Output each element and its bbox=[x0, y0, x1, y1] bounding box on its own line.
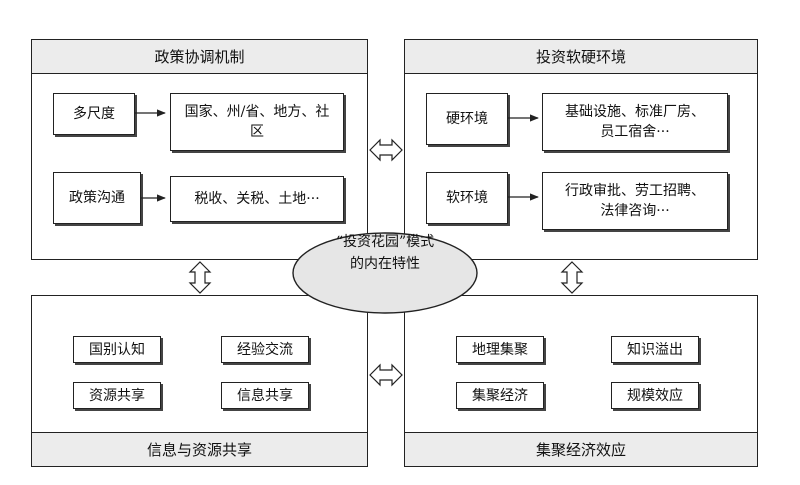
geographic-agglomeration-box: 地理集聚 bbox=[456, 336, 544, 363]
quadrant-title: 政策协调机制 bbox=[32, 40, 367, 74]
quadrant-title: 投资软硬环境 bbox=[405, 40, 757, 74]
soft-environment-detail-box: 行政审批、劳工招聘、 法律咨询··· bbox=[542, 172, 728, 230]
center-label-line2: 的内在特性 bbox=[350, 256, 420, 272]
country-awareness-box: 国别认知 bbox=[73, 336, 161, 363]
quadrant-investment-environment: 投资软硬环境 硬环境 基础设施、标准厂房、 员工宿舍··· 软环境 行政审批、劳… bbox=[404, 39, 758, 260]
levels-box: 国家、州/省、地方、社区 bbox=[170, 93, 344, 151]
hard-environment-box: 硬环境 bbox=[426, 93, 508, 145]
quadrant-information-sharing: 信息与资源共享 国别认知 经验交流 资源共享 信息共享 bbox=[31, 295, 368, 467]
detail-line: 基础设施、标准厂房、 bbox=[565, 104, 705, 120]
detail-line: 员工宿舍··· bbox=[600, 124, 670, 140]
quadrant-title: 集聚经济效应 bbox=[405, 432, 757, 466]
multi-scale-box: 多尺度 bbox=[53, 93, 135, 135]
detail-line: 行政审批、劳工招聘、 bbox=[565, 183, 705, 199]
policy-items-box: 税收、关税、土地··· bbox=[170, 176, 344, 222]
double-arrow-right bbox=[560, 261, 584, 294]
scale-effect-box: 规模效应 bbox=[611, 382, 699, 409]
detail-line: 法律咨询··· bbox=[600, 203, 670, 219]
center-ellipse bbox=[292, 232, 478, 314]
quadrant-title: 信息与资源共享 bbox=[32, 432, 367, 466]
center-label: “投资花园”模式 的内在特性 bbox=[290, 218, 480, 288]
hard-environment-detail-box: 基础设施、标准厂房、 员工宿舍··· bbox=[542, 93, 728, 151]
agglomeration-economy-box: 集聚经济 bbox=[456, 382, 544, 409]
resource-sharing-box: 资源共享 bbox=[73, 382, 161, 409]
experience-exchange-box: 经验交流 bbox=[221, 336, 309, 363]
double-arrow-top bbox=[369, 138, 403, 162]
soft-environment-box: 软环境 bbox=[426, 172, 508, 224]
info-sharing-box: 信息共享 bbox=[221, 382, 309, 409]
quadrant-policy-coordination: 政策协调机制 多尺度 国家、州/省、地方、社区 政策沟通 税收、关税、土地··· bbox=[31, 39, 368, 260]
quadrant-agglomeration-effect: 集聚经济效应 地理集聚 知识溢出 集聚经济 规模效应 bbox=[404, 295, 758, 467]
policy-communication-box: 政策沟通 bbox=[53, 172, 141, 224]
center-label-line1: “投资花园”模式 bbox=[335, 234, 435, 250]
double-arrow-left bbox=[188, 261, 212, 294]
double-arrow-bottom bbox=[369, 363, 403, 387]
knowledge-spillover-box: 知识溢出 bbox=[611, 336, 699, 363]
